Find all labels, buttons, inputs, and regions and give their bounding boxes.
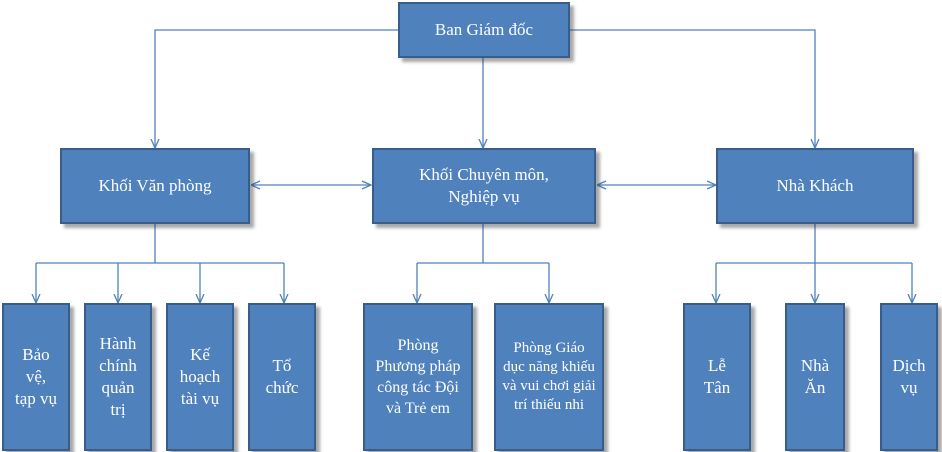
connector-top-left (155, 29, 398, 148)
box-dich-vu: Dịch vụ (880, 303, 938, 451)
box-phong-phuong-phap-label: Phòng Phương pháp công tác Đội và Trẻ em (375, 337, 461, 417)
box-ban-giam-doc-label: Ban Giám đốc (434, 20, 534, 39)
box-phong-phuong-phap: Phòng Phương pháp công tác Đội và Trẻ em (363, 303, 473, 451)
box-dich-vu-label: Dịch vụ (892, 356, 926, 397)
box-hanh-chinh-quan-tri-label: Hành chính quản trị (99, 334, 137, 419)
box-phong-giao-duc: Phòng Giáo dục năng khiếu và vui chơi gi… (494, 303, 604, 451)
box-nha-an-label: Nhà Ăn (800, 356, 830, 397)
box-le-tan-label: Lễ Tân (703, 356, 731, 397)
box-hanh-chinh-quan-tri: Hành chính quản trị (84, 303, 152, 451)
box-nha-khach: Nhà Khách (716, 148, 914, 224)
box-ke-hoach-tai-vu-label: Kế hoạch tài vụ (179, 345, 221, 408)
box-khoi-van-phong: Khối Văn phòng (60, 148, 250, 224)
box-phong-giao-duc-label: Phòng Giáo dục năng khiếu và vui chơi gi… (502, 340, 596, 413)
box-le-tan: Lễ Tân (683, 303, 751, 451)
box-khoi-chuyen-mon-label: Khối Chuyên môn, Nghiệp vụ (419, 165, 549, 206)
box-khoi-chuyen-mon: Khối Chuyên môn, Nghiệp vụ (372, 148, 596, 224)
connector-top-right (570, 29, 815, 148)
box-ban-giam-doc: Ban Giám đốc (398, 2, 570, 58)
box-khoi-van-phong-label: Khối Văn phòng (98, 176, 212, 195)
box-ke-hoach-tai-vu: Kế hoạch tài vụ (166, 303, 234, 451)
box-bao-ve-tap-vu-label: Bảo vệ, tạp vụ (14, 345, 58, 408)
box-bao-ve-tap-vu: Bảo vệ, tạp vụ (2, 303, 70, 451)
box-nha-khach-label: Nhà Khách (776, 176, 854, 195)
box-nha-an: Nhà Ăn (785, 303, 845, 451)
box-to-chuc-label: Tổ chức (265, 356, 299, 397)
box-to-chuc: Tổ chức (248, 303, 316, 451)
